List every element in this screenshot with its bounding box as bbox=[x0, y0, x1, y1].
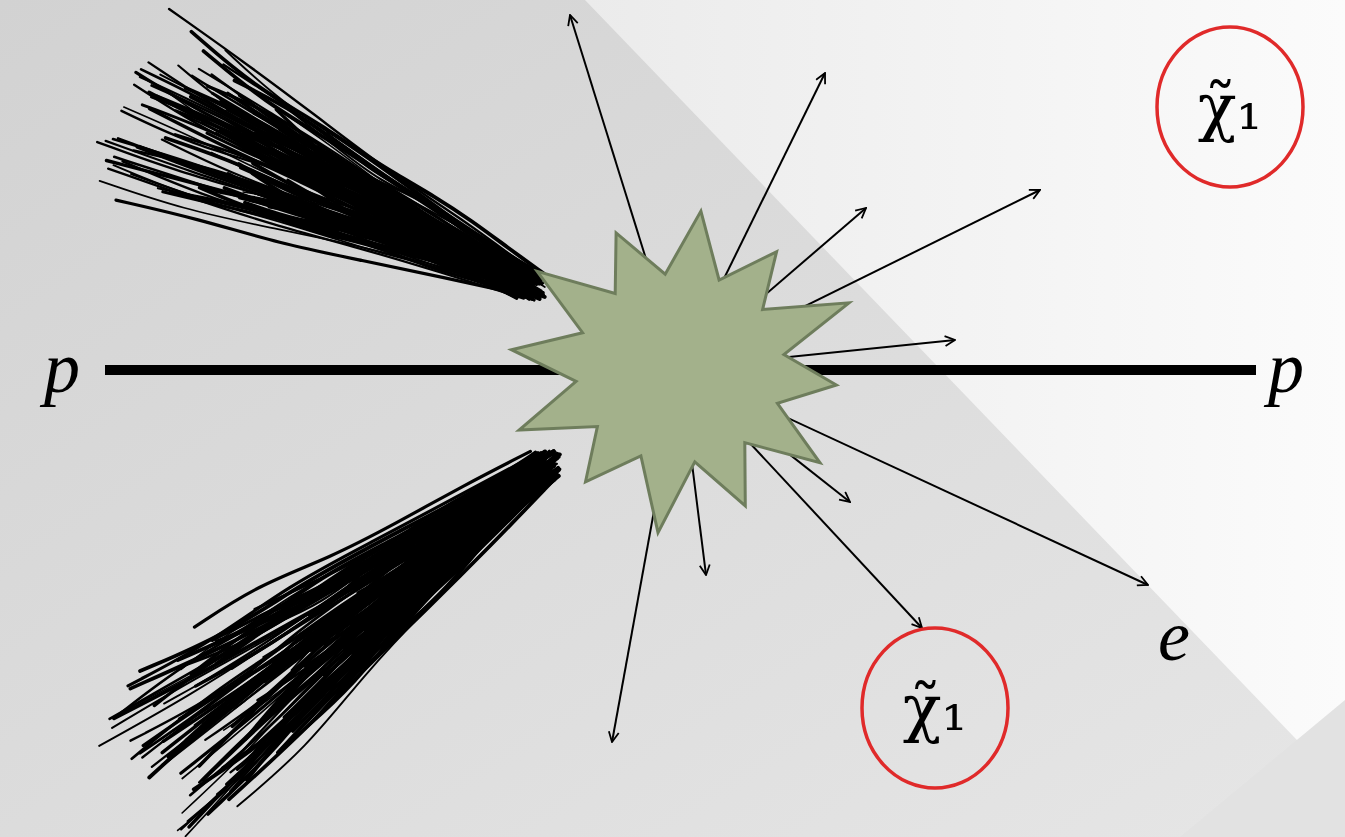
jet-stroke bbox=[333, 454, 542, 649]
proton-label: p bbox=[44, 332, 80, 404]
jet-stroke bbox=[366, 455, 557, 630]
jet-stroke bbox=[203, 454, 560, 780]
jet-stroke bbox=[128, 453, 538, 686]
jet-stroke bbox=[232, 176, 542, 280]
jet-stroke bbox=[260, 458, 557, 723]
jet-stroke bbox=[140, 453, 543, 671]
corner-shade bbox=[1180, 700, 1345, 837]
electron-label: e bbox=[1158, 600, 1190, 672]
jet-stroke bbox=[315, 151, 537, 283]
circle-content: χ̃₁ bbox=[1155, 25, 1305, 189]
jet-stroke bbox=[141, 69, 537, 291]
proton-label: p bbox=[1268, 332, 1304, 404]
jet-stroke bbox=[163, 192, 535, 288]
particle-symbol: χ̃₁ bbox=[1198, 75, 1262, 139]
jet-stroke bbox=[217, 460, 533, 658]
upper-jet bbox=[97, 9, 545, 300]
jet-stroke bbox=[331, 475, 548, 684]
jet-stroke bbox=[286, 455, 546, 658]
jet-stroke bbox=[228, 93, 540, 298]
jet-stroke bbox=[187, 461, 547, 821]
particle-symbol: χ̃₁ bbox=[903, 676, 967, 740]
lower-jet bbox=[99, 451, 560, 837]
circle-ring bbox=[1157, 27, 1303, 187]
jet-stroke bbox=[136, 72, 537, 278]
jet-stroke bbox=[163, 454, 540, 765]
jet-stroke bbox=[247, 479, 546, 779]
neutralino-circle: χ̃₁ bbox=[1155, 25, 1305, 189]
jet-stroke bbox=[278, 464, 551, 701]
collision-burst bbox=[512, 211, 850, 533]
jet-stroke bbox=[114, 478, 539, 718]
jet-stroke bbox=[241, 168, 535, 277]
circle-ring bbox=[862, 628, 1008, 788]
neutralino-circle: χ̃₁ bbox=[860, 626, 1010, 790]
jet-stroke bbox=[114, 157, 543, 293]
jet-stroke bbox=[216, 132, 525, 294]
jet-stroke bbox=[230, 479, 531, 772]
circle-content: χ̃₁ bbox=[860, 626, 1010, 790]
